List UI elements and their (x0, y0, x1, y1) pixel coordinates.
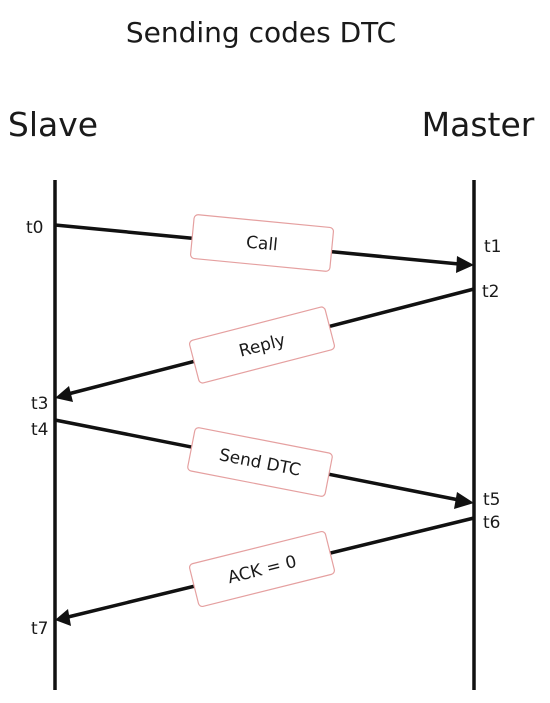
message-label-box (187, 427, 333, 497)
message-reply: Reply (55, 287, 475, 402)
arrowhead (55, 386, 73, 402)
message-label-box (189, 530, 335, 608)
message-call: Call (54, 214, 474, 273)
time-label-t3: t3 (31, 394, 48, 414)
time-label-t4: t4 (31, 420, 48, 440)
actor-slave: Slave (8, 105, 98, 144)
time-label-t0: t0 (26, 218, 43, 238)
message-send-dtc: Send DTC (54, 418, 474, 509)
message-label-box (189, 214, 335, 272)
time-label-t7: t7 (31, 619, 48, 639)
arrowhead (55, 609, 71, 626)
time-label-t5: t5 (483, 490, 500, 510)
arrowhead (454, 492, 474, 509)
actor-master: Master (422, 105, 535, 144)
time-label-t2: t2 (482, 282, 499, 302)
time-label-t1: t1 (484, 237, 501, 257)
message-label-box (188, 306, 336, 384)
time-label-t6: t6 (483, 513, 500, 533)
arrowhead (456, 256, 474, 273)
message-ack: ACK = 0 (55, 516, 475, 626)
diagram-title: Sending codes DTC (126, 16, 396, 49)
message-label: Call (245, 233, 279, 256)
